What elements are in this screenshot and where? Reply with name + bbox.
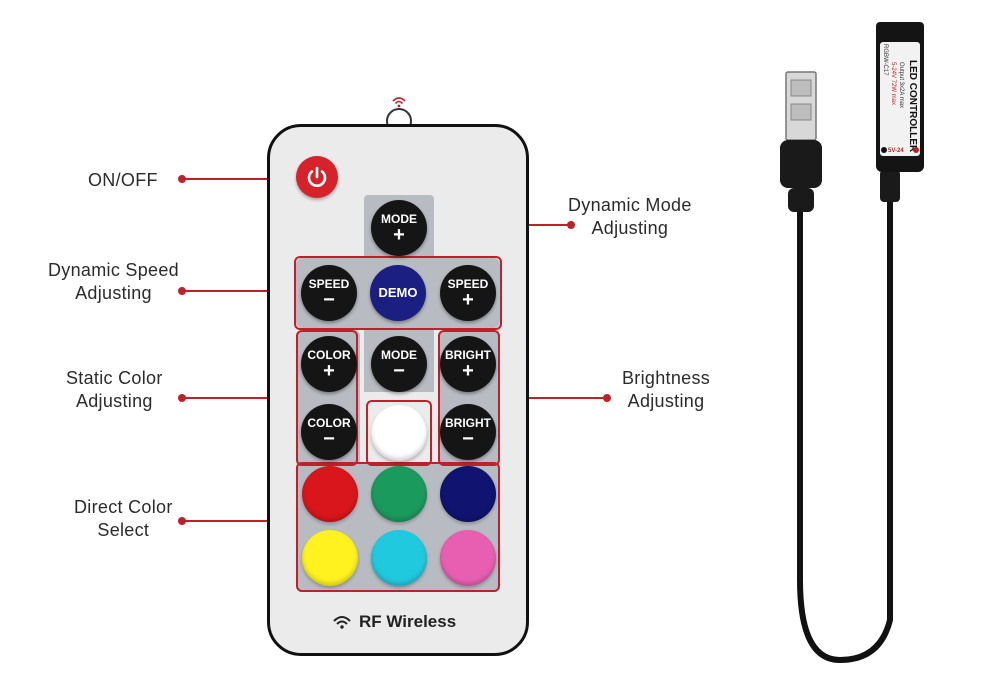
speed-row-frame xyxy=(294,256,502,330)
dynamic-mode-label: Dynamic Mode Adjusting xyxy=(568,194,692,240)
bright-plus-button[interactable]: BRIGHT + xyxy=(440,336,496,392)
dynamic-speed-leader xyxy=(182,290,295,292)
bright-column-frame xyxy=(438,330,500,466)
color-green-button[interactable] xyxy=(371,466,427,522)
color-minus-button[interactable]: COLOR − xyxy=(301,404,357,460)
color-cyan-button[interactable] xyxy=(371,530,427,586)
color-pink-button[interactable] xyxy=(440,530,496,586)
color-column-frame xyxy=(296,330,358,466)
power-button[interactable] xyxy=(296,156,338,198)
rf-wireless-footer: RF Wireless xyxy=(333,612,456,632)
dynamic-speed-label: Dynamic Speed Adjusting xyxy=(48,259,179,305)
rf-wireless-text: RF Wireless xyxy=(359,612,457,631)
color-yellow-button[interactable] xyxy=(302,530,358,586)
static-color-line1: Static Color xyxy=(66,368,163,388)
speed-plus-button[interactable]: SPEED + xyxy=(440,265,496,321)
speed-minus-button[interactable]: SPEED − xyxy=(301,265,357,321)
minus-icon: − xyxy=(323,428,335,450)
bright-minus-button[interactable]: BRIGHT − xyxy=(440,404,496,460)
signal-icon xyxy=(392,96,406,111)
static-color-line2: Adjusting xyxy=(75,391,153,411)
controller-line2: 5-24V 72W max xyxy=(890,62,896,105)
controller-model: RGBW-C17 xyxy=(882,44,888,76)
plus-icon: + xyxy=(462,360,474,382)
plus-icon: + xyxy=(323,360,335,382)
dynamic-speed-line1: Dynamic Speed xyxy=(48,260,179,280)
usb-led-controller: LED CONTROLLER Output 3x2A max 5-24V 72W… xyxy=(780,22,924,664)
plus-icon: + xyxy=(462,289,474,311)
demo-button[interactable]: DEMO xyxy=(370,265,426,321)
bright-minus-label: BRIGHT xyxy=(445,416,491,430)
brightness-dot xyxy=(603,394,611,402)
color-navy-button[interactable] xyxy=(440,466,496,522)
bright-plus-label: BRIGHT xyxy=(445,348,491,362)
color-white-button[interactable] xyxy=(371,405,427,461)
on-off-label: ON/OFF xyxy=(88,169,158,192)
brightness-line2: Adjusting xyxy=(627,391,705,411)
controller-box: LED CONTROLLER Output 3x2A max 5-24V 72W… xyxy=(876,22,924,202)
static-color-leader xyxy=(182,397,297,399)
dynamic-mode-line2: Adjusting xyxy=(591,218,669,238)
on-off-leader xyxy=(182,178,295,180)
controller-line1: Output 3x2A max xyxy=(898,62,904,108)
direct-color-label: Direct Color Select xyxy=(74,496,173,542)
dynamic-mode-dot xyxy=(567,221,575,229)
minus-icon: − xyxy=(462,428,474,450)
dynamic-speed-line2: Adjusting xyxy=(75,283,152,303)
mode-plus-label: MODE xyxy=(381,212,417,226)
wifi-icon xyxy=(333,616,351,629)
brightness-label: Brightness Adjusting xyxy=(622,367,710,413)
usb-plug xyxy=(780,71,822,212)
speed-minus-label: SPEED xyxy=(308,277,350,291)
speed-plus-label: SPEED xyxy=(447,277,489,291)
dynamic-mode-line1: Dynamic Mode xyxy=(568,195,692,215)
plus-icon: + xyxy=(393,224,405,246)
direct-color-line1: Direct Color xyxy=(74,497,173,517)
white-button-frame xyxy=(366,400,432,466)
mode-plus-button[interactable]: MODE + xyxy=(371,200,427,256)
mode-minus-button[interactable]: MODE − xyxy=(371,336,427,392)
brightness-line1: Brightness xyxy=(622,368,711,388)
controller-badge: 5V-24 xyxy=(888,148,904,154)
direct-color-frame xyxy=(296,462,500,592)
power-icon xyxy=(307,166,327,187)
direct-color-leader xyxy=(182,520,297,522)
color-plus-label: COLOR xyxy=(307,348,351,362)
minus-icon: − xyxy=(323,289,335,311)
mode-minus-label: MODE xyxy=(381,348,417,362)
color-plus-button[interactable]: COLOR + xyxy=(301,336,357,392)
static-color-label: Static Color Adjusting xyxy=(66,367,163,413)
color-minus-label: COLOR xyxy=(307,416,351,430)
minus-icon: − xyxy=(393,360,405,382)
controller-title: LED CONTROLLER xyxy=(907,60,918,153)
on-off-text: ON/OFF xyxy=(88,170,158,190)
color-red-button[interactable] xyxy=(302,466,358,522)
direct-color-line2: Select xyxy=(97,520,150,540)
demo-label: DEMO xyxy=(378,285,418,300)
brightness-leader xyxy=(498,397,605,399)
